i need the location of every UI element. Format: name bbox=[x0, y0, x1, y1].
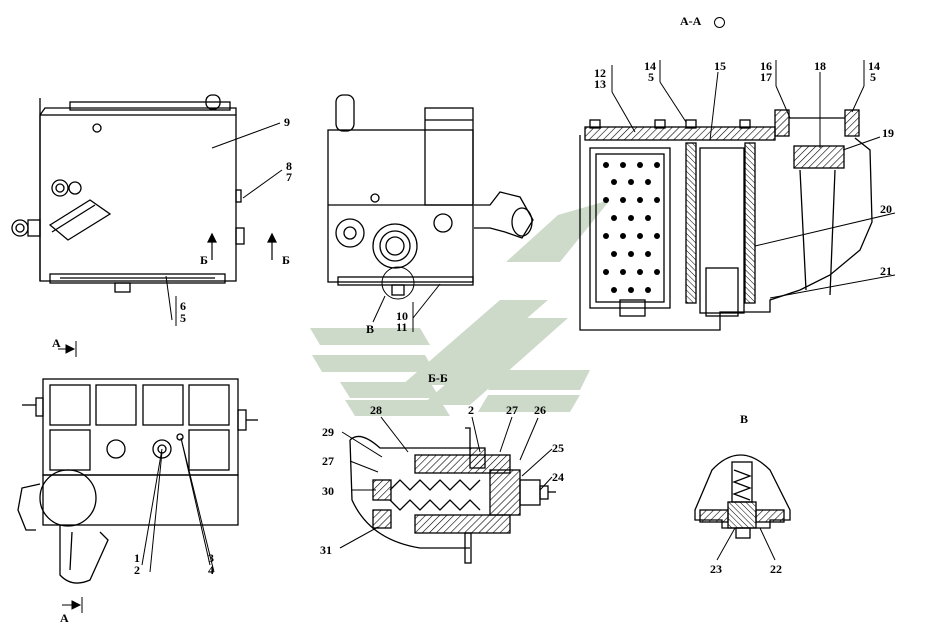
callout-14b: 14 bbox=[868, 59, 880, 73]
callout-24: 24 bbox=[552, 470, 564, 484]
callout-2a: 2 bbox=[134, 563, 140, 577]
arrow-b-left-label: Б bbox=[200, 253, 208, 267]
callout-6: 6 bbox=[180, 299, 186, 313]
callout-5c: 5 bbox=[870, 70, 876, 84]
callout-20: 20 bbox=[880, 202, 892, 216]
callout-25: 25 bbox=[552, 441, 564, 455]
section-bb bbox=[349, 427, 556, 564]
side-view-leaders bbox=[372, 283, 441, 332]
callout-27a: 27 bbox=[506, 403, 518, 417]
callout-15: 15 bbox=[714, 59, 726, 73]
front-view-arrows bbox=[207, 232, 277, 260]
callout-5b: 5 bbox=[648, 70, 654, 84]
callout-26: 26 bbox=[534, 403, 546, 417]
callout-27b: 27 bbox=[322, 454, 334, 468]
callout-28: 28 bbox=[370, 403, 382, 417]
callout-9: 9 bbox=[284, 115, 290, 129]
arrow-b-right-label: Б bbox=[282, 253, 290, 267]
plan-view bbox=[17, 378, 258, 584]
detail-b-title: В bbox=[740, 412, 749, 426]
section-bb-title: Б-Б bbox=[428, 371, 448, 385]
callout-19: 19 bbox=[882, 126, 894, 140]
callout-4: 4 bbox=[208, 563, 214, 577]
arrow-a-bottom-label: А bbox=[60, 611, 69, 625]
callout-31: 31 bbox=[320, 543, 332, 557]
callout-3: 3 bbox=[208, 551, 214, 565]
callout-21: 21 bbox=[880, 264, 892, 278]
section-bb-leaders bbox=[339, 416, 553, 549]
callout-10: 10 bbox=[396, 309, 408, 323]
side-view bbox=[327, 94, 534, 300]
front-view bbox=[11, 94, 245, 293]
callout-8: 8 bbox=[286, 159, 292, 173]
callout-7: 7 bbox=[286, 170, 292, 184]
detail-b bbox=[694, 454, 791, 539]
watermark-logo bbox=[310, 200, 610, 416]
callout-1: 1 bbox=[134, 551, 140, 565]
callout-18: 18 bbox=[814, 59, 826, 73]
arrow-a-top-label: А bbox=[52, 336, 61, 350]
filter-perforations bbox=[603, 162, 660, 293]
callout-16: 16 bbox=[760, 59, 772, 73]
callout-5a: 5 bbox=[180, 311, 186, 325]
callout-13: 13 bbox=[594, 77, 606, 91]
front-view-leaders bbox=[165, 122, 283, 326]
detail-b-leaders bbox=[716, 527, 776, 561]
callout-22: 22 bbox=[770, 562, 782, 576]
section-aa-circle bbox=[714, 17, 725, 28]
callout-12: 12 bbox=[594, 66, 606, 80]
callout-2b: 2 bbox=[468, 403, 474, 417]
callout-17: 17 bbox=[760, 70, 772, 84]
callout-30: 30 bbox=[322, 484, 334, 498]
plan-view-leaders bbox=[58, 341, 215, 613]
section-aa-leaders bbox=[611, 60, 896, 299]
callout-23: 23 bbox=[710, 562, 722, 576]
callout-29: 29 bbox=[322, 425, 334, 439]
callout-14a: 14 bbox=[644, 59, 656, 73]
detail-b-mark: В bbox=[366, 322, 375, 336]
callout-11: 11 bbox=[396, 320, 408, 334]
section-aa bbox=[579, 109, 873, 331]
section-aa-title: А-А bbox=[680, 14, 702, 28]
